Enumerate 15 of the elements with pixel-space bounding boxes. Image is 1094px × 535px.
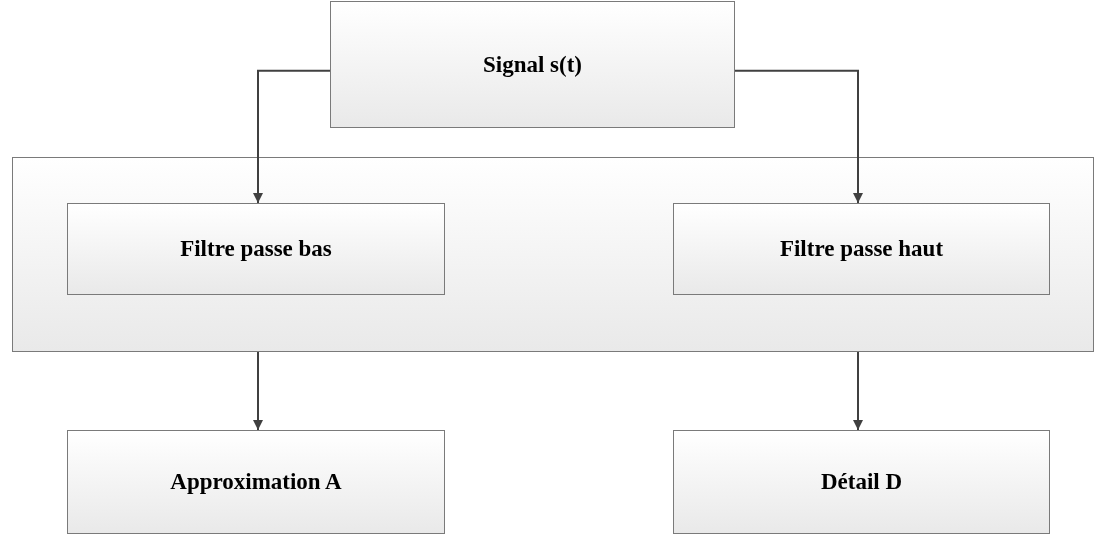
box-label: Filtre passe bas <box>180 236 332 262</box>
arrow <box>853 351 863 431</box>
box-label: Détail D <box>820 469 903 495</box>
arrow <box>253 69 331 204</box>
box-label: Approximation A <box>170 469 342 495</box>
process-box <box>330 1 735 128</box>
arrow <box>734 69 863 204</box>
process-box <box>67 430 445 534</box>
box-label: Filtre passe haut <box>779 236 944 262</box>
process-box <box>67 203 445 295</box>
arrow <box>253 351 263 431</box>
box-label: Signal s(t) <box>482 51 582 78</box>
group-panel <box>12 157 1094 352</box>
process-box <box>673 430 1050 534</box>
process-box <box>673 203 1050 295</box>
